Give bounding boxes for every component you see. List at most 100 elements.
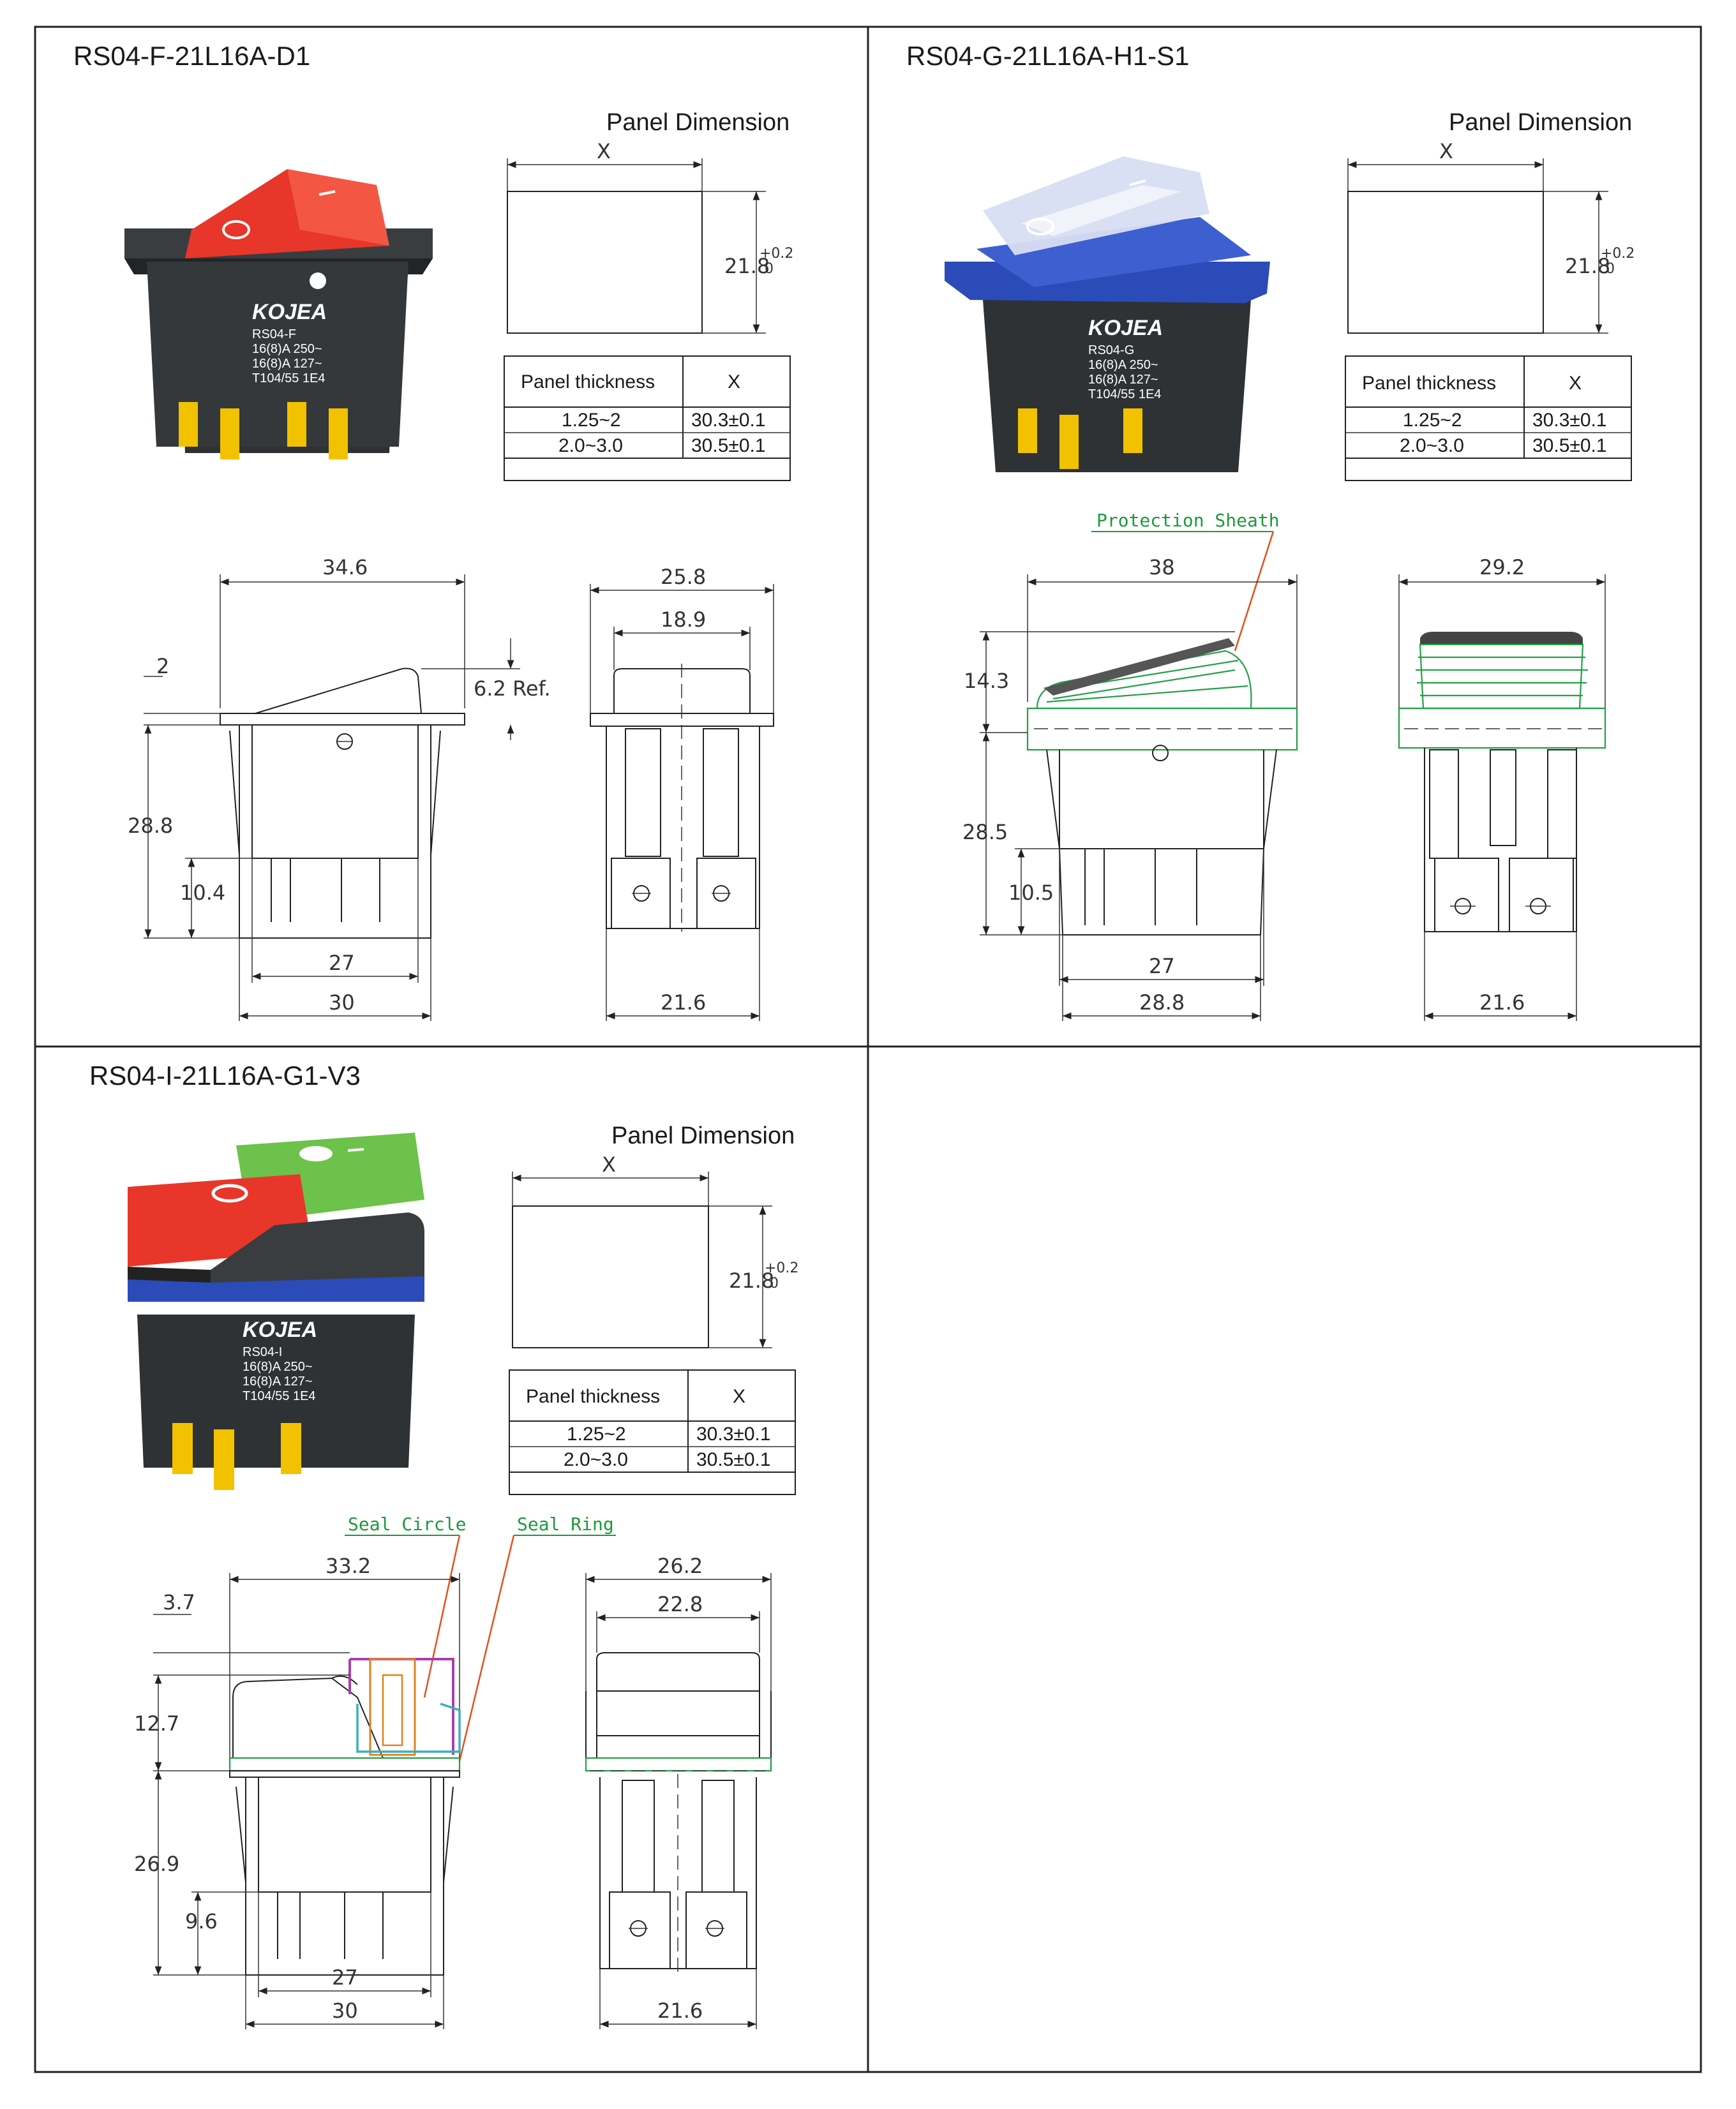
dim-top: 33.2 bbox=[326, 1554, 371, 1578]
side-dim-inner: 22.8 bbox=[657, 1592, 703, 1616]
dim-height: 28.8 bbox=[128, 814, 173, 838]
side-dim-top: 26.2 bbox=[657, 1554, 703, 1578]
table-header-x: X bbox=[733, 1386, 745, 1407]
panel-dimension-label: Panel Dimension bbox=[1449, 109, 1632, 136]
panel-thickness-table: Panel thickness X 1.25~2 30.3±0.1 2.0~3.… bbox=[1345, 355, 1632, 481]
dim-rocker: 2 bbox=[156, 654, 169, 678]
table-cell: 2.0~3.0 bbox=[1400, 435, 1464, 456]
table-header-x: X bbox=[728, 371, 740, 392]
x-label: X bbox=[602, 1152, 616, 1177]
panel-title: RS04-I-21L16A-G1-V3 bbox=[89, 1061, 361, 1091]
table-header-thickness: Panel thickness bbox=[1362, 373, 1496, 394]
dim-upper: 14.3 bbox=[964, 669, 1009, 693]
product-render-rs04-i: KOJEA RS04-I 16(8)A 250~ 16(8)A 127~ T10… bbox=[128, 1133, 424, 1490]
dim-term: 10.5 bbox=[1008, 881, 1054, 905]
table-cell: 1.25~2 bbox=[1403, 410, 1462, 431]
front-view-drawing: Protection Sheath 38 14.3 28 bbox=[962, 510, 1298, 1021]
x-label: X bbox=[597, 139, 611, 163]
side-view-drawing: 26.2 22.8 21.6 bbox=[585, 1554, 772, 2029]
panel-rs04-i: RS04-I-21L16A-G1-V3 KOJEA RS04-I 16(8)A … bbox=[89, 1061, 798, 2029]
panel-title: RS04-G-21L16A-H1-S1 bbox=[906, 41, 1190, 71]
annotation-seal-circle: Seal Circle bbox=[348, 1514, 466, 1535]
panel-title: RS04-F-21L16A-D1 bbox=[73, 41, 310, 71]
product-render-rs04-f: KOJEA RS04-F 16(8)A 250~ 16(8)A 127~ T10… bbox=[124, 169, 433, 459]
x-label: X bbox=[1439, 139, 1453, 163]
dim-outer: 28.8 bbox=[1139, 990, 1185, 1015]
table-cell: 30.5±0.1 bbox=[696, 1449, 771, 1470]
side-dim-top: 25.8 bbox=[661, 565, 706, 589]
panel-dimension-label: Panel Dimension bbox=[611, 1122, 795, 1149]
dim-rocker: 3.7 bbox=[163, 1590, 195, 1614]
panel-rs04-g: RS04-G-21L16A-H1-S1 KOJEA RS04-G 16(8)A … bbox=[906, 41, 1635, 1021]
product-spec-1: 16(8)A 250~ bbox=[243, 1360, 313, 1374]
panel-rs04-f: RS04-F-21L16A-D1 KOJEA RS04-F 16(8)A 250… bbox=[73, 41, 793, 1021]
table-header-x: X bbox=[1569, 373, 1582, 394]
height-value: 21.8 bbox=[1565, 254, 1610, 278]
product-brand: KOJEA bbox=[1088, 316, 1163, 340]
dim-inner: 27 bbox=[332, 1965, 358, 1990]
table-header-thickness: Panel thickness bbox=[521, 371, 655, 392]
dim-height: 28.5 bbox=[962, 820, 1008, 844]
front-view-drawing: Seal Circle Seal Ring 33.2 bbox=[134, 1514, 616, 2029]
tol-zero: 0 bbox=[765, 261, 774, 277]
dim-height: 26.9 bbox=[134, 1852, 179, 1876]
table-cell: 2.0~3.0 bbox=[564, 1449, 628, 1470]
product-spec-2: 16(8)A 127~ bbox=[1088, 373, 1158, 387]
panel-dimension-block: Panel Dimension X 21.8 +0.2 0 bbox=[512, 1122, 798, 1348]
product-model: RS04-F bbox=[252, 327, 296, 341]
product-model: RS04-I bbox=[243, 1345, 282, 1359]
product-render-rs04-g: KOJEA RS04-G 16(8)A 250~ 16(8)A 127~ T10… bbox=[945, 156, 1270, 472]
side-dim-bottom: 21.6 bbox=[1479, 990, 1525, 1015]
product-brand: KOJEA bbox=[252, 300, 327, 324]
annotation-seal-ring: Seal Ring bbox=[517, 1514, 614, 1535]
side-dim-bottom: 21.6 bbox=[657, 1999, 703, 2023]
tol-zero: 0 bbox=[770, 1276, 779, 1292]
panel-dimension-block: Panel Dimension X 21.8 +0.2 0 bbox=[507, 109, 793, 334]
dim-upper: 12.7 bbox=[134, 1711, 179, 1736]
tol-plus: +0.2 bbox=[1601, 246, 1635, 262]
panel-dimension-label: Panel Dimension bbox=[606, 109, 789, 136]
product-spec-2: 16(8)A 127~ bbox=[243, 1375, 313, 1389]
table-cell: 30.3±0.1 bbox=[691, 410, 766, 431]
dim-outer: 30 bbox=[332, 1999, 358, 2023]
table-header-thickness: Panel thickness bbox=[526, 1386, 660, 1407]
dim-inner: 27 bbox=[329, 951, 355, 975]
product-spec-3: T104/55 1E4 bbox=[252, 371, 326, 385]
dim-outer: 30 bbox=[329, 990, 355, 1015]
table-cell: 30.3±0.1 bbox=[1532, 410, 1607, 431]
dim-term: 9.6 bbox=[185, 1909, 218, 1934]
height-value: 21.8 bbox=[729, 1269, 774, 1293]
product-spec-1: 16(8)A 250~ bbox=[1088, 358, 1158, 372]
dim-inner: 27 bbox=[1149, 954, 1175, 978]
panel-dimension-block: Panel Dimension X 21.8 +0.2 0 bbox=[1347, 109, 1635, 334]
side-dim-top: 29.2 bbox=[1479, 555, 1525, 579]
table-cell: 1.25~2 bbox=[567, 1424, 626, 1445]
product-spec-2: 16(8)A 127~ bbox=[252, 357, 322, 371]
dim-top: 38 bbox=[1149, 555, 1175, 579]
layout-grid bbox=[34, 26, 1702, 2073]
tol-plus: +0.2 bbox=[760, 246, 793, 262]
side-dim-bottom: 21.6 bbox=[661, 990, 706, 1015]
side-view-drawing: 25.8 18.9 21.6 bbox=[590, 565, 774, 1021]
dim-ref: 6.2 Ref. bbox=[474, 676, 551, 701]
height-value: 21.8 bbox=[724, 254, 770, 278]
product-model: RS04-G bbox=[1088, 343, 1134, 357]
dim-term: 10.4 bbox=[180, 881, 225, 905]
side-view-drawing: 29.2 21.6 bbox=[1398, 555, 1606, 1021]
dim-top: 34.6 bbox=[322, 555, 368, 579]
table-cell: 30.3±0.1 bbox=[696, 1424, 771, 1445]
panel-thickness-table: Panel thickness X 1.25~2 30.3±0.1 2.0~3.… bbox=[504, 355, 791, 481]
product-spec-3: T104/55 1E4 bbox=[243, 1389, 316, 1403]
table-cell: 30.5±0.1 bbox=[1532, 435, 1607, 456]
product-brand: KOJEA bbox=[243, 1318, 317, 1342]
product-spec-3: T104/55 1E4 bbox=[1088, 387, 1162, 401]
front-view-drawing: 34.6 2 28.8 10.4 bbox=[128, 555, 551, 1021]
tol-plus: +0.2 bbox=[765, 1260, 798, 1276]
panel-thickness-table: Panel thickness X 1.25~2 30.3±0.1 2.0~3.… bbox=[509, 1369, 796, 1495]
annotation-protection-sheath: Protection Sheath bbox=[1096, 510, 1280, 531]
table-cell: 30.5±0.1 bbox=[691, 435, 766, 456]
side-dim-inner: 18.9 bbox=[661, 607, 706, 632]
table-cell: 1.25~2 bbox=[562, 410, 621, 431]
table-cell: 2.0~3.0 bbox=[558, 435, 623, 456]
